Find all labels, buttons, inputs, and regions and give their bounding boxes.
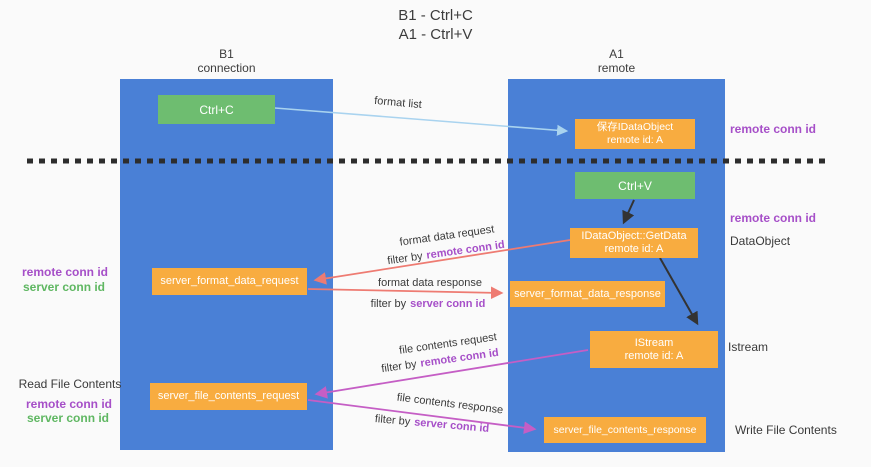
ctrl-v-box: Ctrl+V [575,172,695,199]
lane-b1-name: B1 [219,47,234,61]
filter-by-text: filter by [370,298,407,310]
remote-conn-id-mid-label: remote conn id [730,211,817,225]
server-conn-id-text: server conn id [410,298,486,310]
format-data-response-arrow [307,286,504,300]
format-list-label: format list [373,94,423,112]
istream-line2: remote id: A [624,349,684,362]
getdata-line1: IDataObject::GetData [581,230,687,242]
write-file-contents-label: Write File Contents [735,423,837,437]
istream-side-label: Istream [728,340,769,354]
istream-box: IStream remote id: A [590,331,718,368]
left-server-conn-id-2: server conn id [26,411,110,425]
save-dataobject-line1: 保存IDataObject [596,121,674,133]
ctrl-c-label: Ctrl+C [199,102,234,117]
lane-b1-subtitle: connection [197,61,256,75]
save-dataobject-box: 保存IDataObject remote id: A [575,119,695,149]
server-format-data-response-label: server_format_data_response [514,287,661,300]
lane-a1-subtitle: remote [597,61,636,75]
title-line-2: A1 - Ctrl+V [398,26,473,43]
dataobject-label: DataObject [730,234,791,248]
getdata-box: IDataObject::GetData remote id: A [570,228,698,258]
server-conn-id-text: server conn id [413,416,490,435]
save-dataobject-line2: remote id: A [606,134,664,146]
left-remote-conn-id-1: remote conn id [21,265,109,279]
server-format-data-request-box: server_format_data_request [152,268,307,295]
filter-by-text: filter by [386,250,424,268]
getdata-line2: remote id: A [604,243,664,255]
server-file-contents-request-label: server_file_contents_request [157,390,300,402]
lane-header-a1: A1 remote [508,47,725,75]
istream-line1: IStream [634,336,674,349]
remote-conn-id-top-label: remote conn id [730,122,817,136]
read-file-contents-label: Read File Contents [18,377,122,391]
ctrl-c-box: Ctrl+C [158,95,275,124]
server-file-contents-request-box: server_file_contents_request [150,383,307,410]
server-file-contents-response-box: server_file_contents_response [544,417,706,443]
lane-header-b1: B1 connection [120,47,333,75]
lane-a1-name: A1 [609,47,624,61]
server-file-contents-response-label: server_file_contents_response [553,423,697,436]
ctrl-v-label: Ctrl+V [618,178,652,193]
title-line-1: B1 - Ctrl+C [398,7,473,24]
server-format-data-request-label: server_format_data_request [160,275,299,287]
left-remote-conn-id-2: remote conn id [25,397,113,411]
format-data-response-label: format data response [378,277,482,289]
left-server-conn-id-1: server conn id [22,280,106,294]
file-contents-response-label: file contents response [396,391,504,417]
filter-by-text: filter by [374,413,411,429]
page-title: B1 - Ctrl+C A1 - Ctrl+V [0,6,871,44]
server-format-data-response-box: server_format_data_response [510,281,665,307]
filter-by-text: filter by [380,358,418,376]
